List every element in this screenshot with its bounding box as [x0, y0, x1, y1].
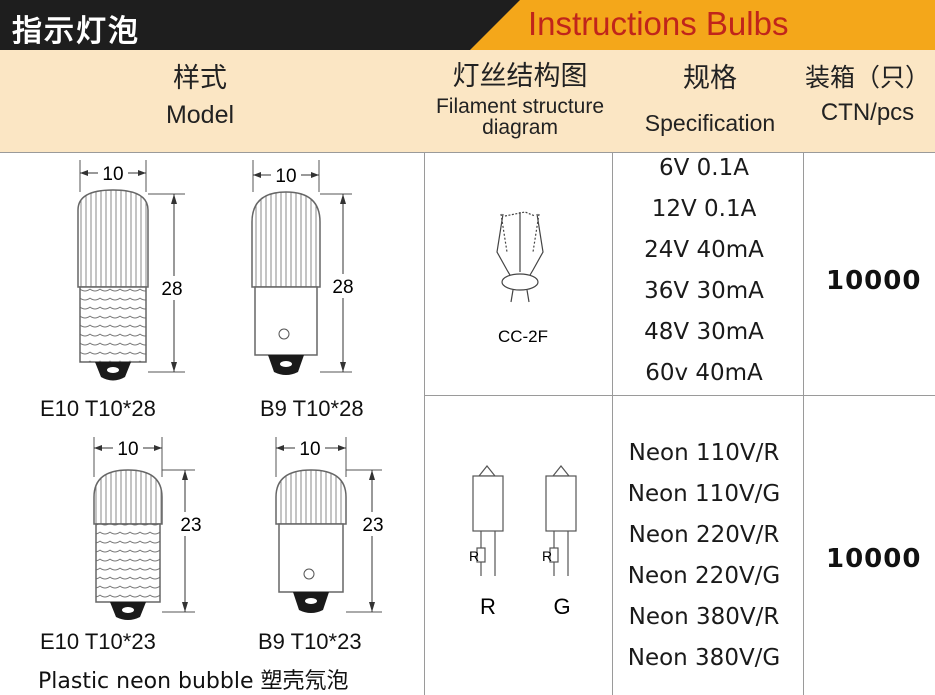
bulb4-label: B9 T10*23 — [258, 629, 362, 654]
neon-diagrams: R R R G — [469, 465, 577, 619]
bulb4-dim-h: 23 — [362, 515, 383, 536]
header-model: 样式 Model — [100, 64, 300, 129]
divider-filament — [612, 152, 613, 695]
plastic-note: Plastic neon bubble 塑壳氖泡 — [38, 669, 349, 694]
ctn-group2: 10000 — [826, 544, 922, 574]
bulb-b9-t10x23: 10 23 — [275, 437, 387, 613]
filament-label: CC-2F — [498, 327, 548, 346]
title-bar: 指示灯泡 Instructions Bulbs — [0, 0, 935, 50]
bulb3-label: E10 T10*23 — [40, 629, 156, 654]
bulb-e10-t10x23: 10 23 — [93, 437, 204, 620]
dim-bg — [98, 162, 128, 182]
divider-model — [424, 152, 425, 695]
table-header: 样式 Model 灯丝结构图 Filament structure diagra… — [0, 50, 935, 152]
header-ctn: 装箱（只） CTN/pcs — [800, 64, 935, 126]
spec-g2-3: Neon 220V/G — [627, 563, 781, 589]
spec-g1-1: 12V 0.1A — [651, 196, 757, 222]
header-bottom-line — [0, 152, 935, 153]
header-ctn-en: CTN/pcs — [820, 98, 915, 126]
spec-g1-5: 60v 40mA — [645, 360, 763, 386]
header-spec-en: Specification — [644, 109, 776, 136]
neon-r-diagram — [472, 465, 504, 576]
header-filament-en1: Filament structure — [435, 94, 605, 118]
title-cn: 指示灯泡 — [12, 14, 140, 49]
bulb3-dim-h: 23 — [180, 515, 201, 536]
spec-g1-4: 48V 30mA — [644, 319, 764, 345]
spec-g2-2: Neon 220V/R — [628, 522, 780, 548]
spec-g2-5: Neon 380V/G — [627, 645, 781, 671]
title-cn-block: 指示灯泡 — [0, 0, 520, 50]
header-spec: 规格 Specification — [620, 64, 800, 135]
header-model-cn: 样式 — [173, 63, 227, 94]
filament-cc2f-diagram: CC-2F — [496, 211, 548, 346]
bulb1-dim-h: 28 — [161, 279, 182, 300]
neon-g-resistor-mark: R — [542, 548, 552, 564]
bulb2-label: B9 T10*28 — [260, 396, 364, 421]
bulb2-dim-h: 28 — [332, 277, 353, 298]
spec-g2-0: Neon 110V/R — [628, 440, 780, 466]
bulb-b9-t10x28: 10 28 — [251, 160, 357, 375]
header-filament: 灯丝结构图 Filament structure diagram — [420, 62, 620, 138]
neon-g-diagram — [545, 465, 577, 576]
bulb3-dim-w: 10 — [117, 439, 138, 460]
bulb4-dim-w: 10 — [299, 439, 320, 460]
bulb-drawings: 10 28 10 28 10 — [77, 160, 387, 620]
header-filament-cn: 灯丝结构图 — [452, 61, 588, 92]
divider-spec — [803, 152, 804, 695]
neon-r-label: R — [480, 594, 496, 619]
header-filament-en2: diagram — [482, 115, 558, 139]
spec-g2-4: Neon 380V/R — [628, 604, 780, 630]
title-en-block: Instructions Bulbs — [470, 0, 935, 50]
header-ctn-cn: 装箱（只） — [804, 63, 930, 92]
ctn-group1: 10000 — [826, 266, 922, 296]
bulb-e10-t10x28: 10 28 — [77, 160, 186, 381]
header-spec-cn: 规格 — [683, 63, 737, 94]
spec-g1-3: 36V 30mA — [644, 278, 764, 304]
neon-r-resistor-mark: R — [469, 548, 479, 564]
spec-g2-1: Neon 110V/G — [627, 481, 781, 507]
group-divider — [424, 395, 935, 396]
spec-g1-2: 24V 40mA — [644, 237, 764, 263]
spec-g1-0: 6V 0.1A — [659, 155, 749, 181]
header-model-en: Model — [165, 100, 235, 129]
title-en: Instructions Bulbs — [528, 5, 789, 42]
neon-g-label: G — [553, 594, 570, 619]
bulb1-label: E10 T10*28 — [40, 396, 156, 421]
bulb2-dim-w: 10 — [275, 166, 296, 187]
bulb1-dim-w: 10 — [102, 164, 123, 185]
